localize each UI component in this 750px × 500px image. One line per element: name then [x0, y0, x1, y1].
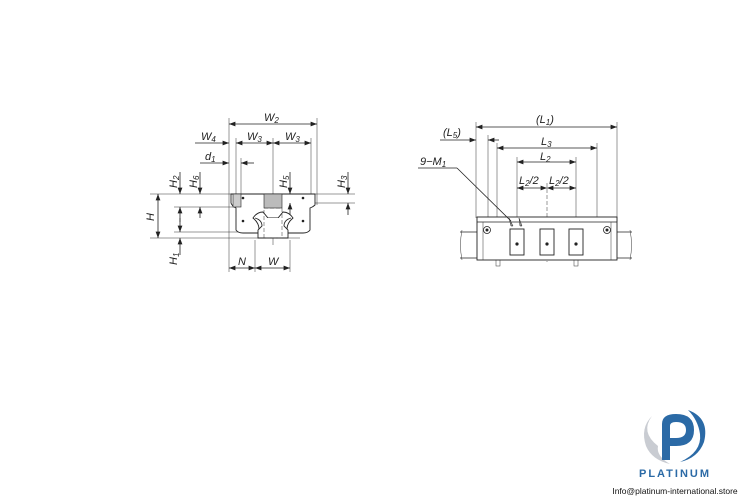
platinum-logo: PLATINUM Info@platinum-international.sto…: [600, 402, 750, 500]
contact-email: Info@platinum-international.store: [612, 486, 738, 496]
label-9-M1: 9−M1: [420, 156, 446, 169]
label-H2: H2: [168, 175, 181, 188]
label-N: N: [238, 256, 246, 268]
platinum-p-logo-icon: [644, 410, 706, 464]
label-H3: H3: [336, 175, 349, 188]
label-W: W: [268, 256, 280, 268]
label-H6: H6: [188, 175, 201, 188]
brand-name: PLATINUM: [638, 468, 711, 480]
label-L1: (L1): [536, 114, 554, 127]
label-L2-half-right: L2/2: [549, 175, 569, 188]
label-L2-half-left: L2/2: [519, 175, 539, 188]
label-L2: L2: [540, 151, 551, 164]
label-L5: (L5): [443, 127, 461, 140]
label-d1: d1: [205, 151, 216, 164]
label-W3-right: W3: [285, 131, 300, 144]
label-H5: H5: [278, 175, 291, 188]
label-H1: H1: [168, 253, 181, 265]
cross-section-view: W2 W4 W3 W3 d1 H2 H6 H5 H3 H H1 N W: [145, 112, 355, 272]
label-L3: L3: [541, 136, 552, 149]
label-W2: W2: [264, 112, 279, 125]
side-view: (L1) (L5) L3 L2 L2/2 L2/2 9−M1: [418, 114, 632, 267]
label-H: H: [145, 213, 157, 221]
label-W3-left: W3: [247, 131, 262, 144]
label-W4: W4: [201, 131, 216, 144]
